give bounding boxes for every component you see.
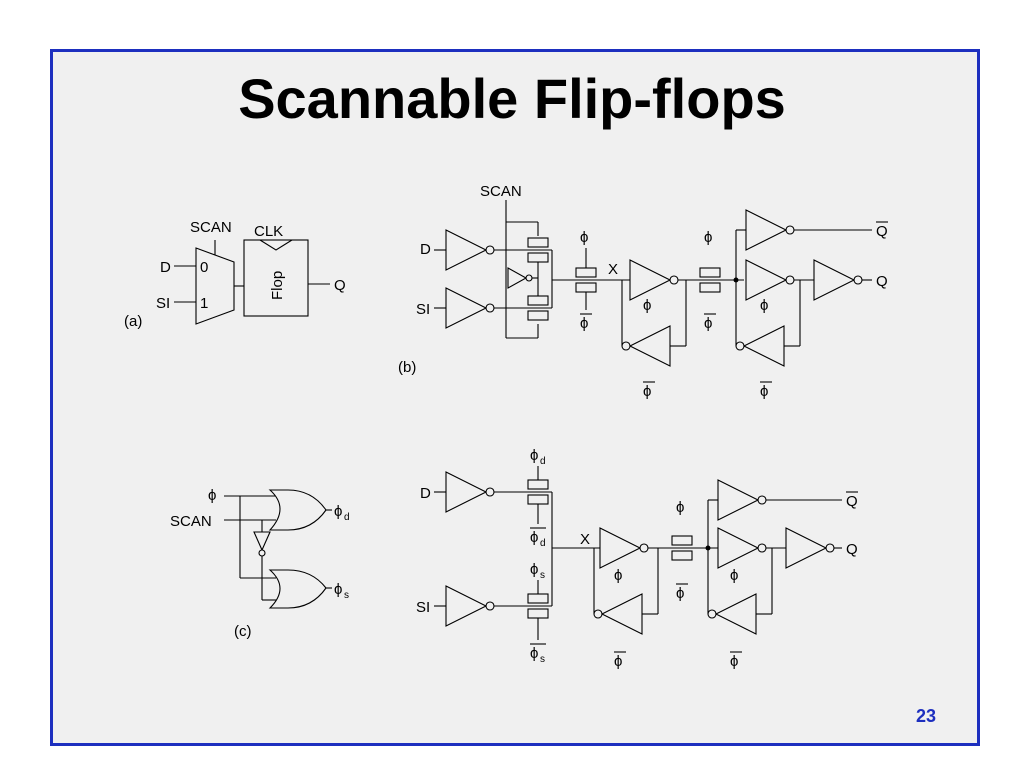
x-label-b: X [608, 261, 618, 278]
q-label-b: Q [876, 273, 888, 290]
clk-label: CLK [254, 223, 283, 240]
diagram-b-scan-flop: SCAN D SI ϕ ϕ X [398, 183, 888, 400]
d-label-b: D [420, 241, 431, 258]
phi-b4: ϕ [760, 297, 768, 314]
phi-b3: ϕ [704, 229, 712, 246]
phi-s-label: ϕ [334, 581, 342, 598]
label-a: (a) [124, 313, 142, 330]
page-number: 23 [915, 706, 936, 726]
flop-label: Flop [269, 271, 286, 300]
diagram-d-gated-scan-flop: D ϕ d ϕ d SI ϕ s ϕ s X ϕ ϕ [416, 447, 858, 670]
phi-bar-b1: ϕ [580, 315, 588, 332]
or-gate-d [268, 489, 327, 531]
phi-d-top-sub: d [540, 456, 546, 467]
phi-bar-b4: ϕ [760, 383, 768, 400]
label-b: (b) [398, 359, 416, 376]
phi-d-bot-sub: d [540, 538, 546, 549]
phi-s-bot: ϕ [530, 645, 538, 662]
diagram-a-mux-flop: SCAN CLK D SI 0 1 Flop Q (a) [124, 219, 346, 330]
si-label-a: SI [156, 295, 170, 312]
phi-d-label: ϕ [334, 503, 342, 520]
phi-bar-d3: ϕ [676, 585, 684, 602]
phi-d-top: ϕ [530, 447, 538, 464]
d-label-a: D [160, 259, 171, 276]
scan-label-a: SCAN [190, 219, 232, 236]
or-gate-s [268, 569, 327, 609]
mux-in0-label: 0 [200, 259, 208, 276]
phi-bar-d4: ϕ [730, 653, 738, 670]
d-label-d: D [420, 485, 431, 502]
phi-b2: ϕ [643, 297, 651, 314]
slide-frame [50, 49, 980, 746]
phi-d-bot: ϕ [530, 529, 538, 546]
phi-s-top-sub: s [540, 570, 545, 581]
phi-d4: ϕ [730, 567, 738, 584]
qbar-label-b: Q [876, 223, 888, 240]
q-label-d: Q [846, 541, 858, 558]
si-label-b: SI [416, 301, 430, 318]
label-c: (c) [234, 623, 252, 640]
flop-box [243, 239, 309, 317]
phi-s-bot-sub: s [540, 654, 545, 665]
phi-bar-d2: ϕ [614, 653, 622, 670]
scan-label-c: SCAN [170, 513, 212, 530]
slide-title: Scannable Flip-flops [238, 67, 786, 130]
phi-s-sub: s [344, 590, 349, 601]
scan-label-b: SCAN [480, 183, 522, 200]
phi-s-top: ϕ [530, 561, 538, 578]
phi-bar-b2: ϕ [643, 383, 651, 400]
q-label-a: Q [334, 277, 346, 294]
si-label-d: SI [416, 599, 430, 616]
phi-d3: ϕ [676, 499, 684, 516]
qbar-label-d: Q [846, 493, 858, 510]
phi-d-sub: d [344, 512, 350, 523]
phi-in-c: ϕ [208, 487, 216, 504]
diagram-c-clock-gating: ϕ SCAN ϕ d ϕ s (c) [170, 487, 350, 640]
mux-in1-label: 1 [200, 295, 208, 312]
phi-bar-b3: ϕ [704, 315, 712, 332]
phi-b1: ϕ [580, 229, 588, 246]
mux-symbol [195, 247, 235, 325]
phi-d2: ϕ [614, 567, 622, 584]
x-label-d: X [580, 531, 590, 548]
